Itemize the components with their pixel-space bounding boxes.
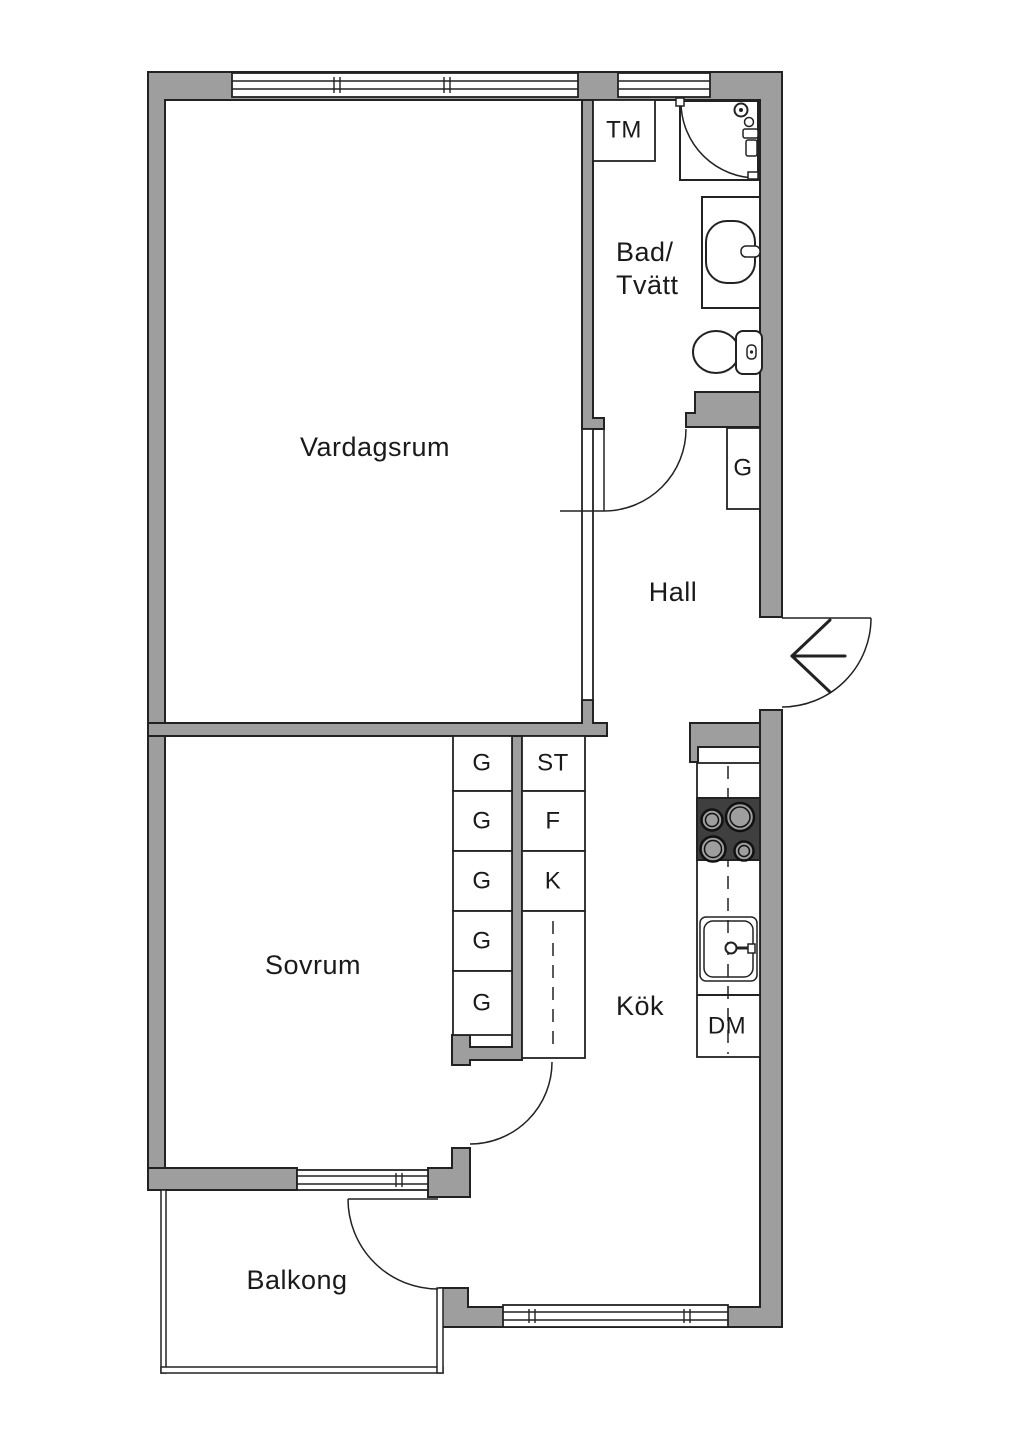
wardrobe-box-1 [452, 735, 513, 792]
balcony-left-rail [160, 1189, 167, 1374]
wardrobe-box-4 [452, 910, 513, 972]
kitchen-faucet-icon [724, 941, 756, 955]
balcony-bottom-rail [160, 1366, 444, 1374]
stove-hob [696, 797, 761, 863]
wall-kitchen-top [689, 722, 761, 763]
burner-bottom-left [699, 835, 727, 863]
hall-label: Hall [649, 577, 698, 607]
bedroom-door [469, 1061, 553, 1145]
washing-machine-label: TM [606, 117, 642, 144]
window-livingroom-top [231, 72, 579, 98]
windows [231, 72, 729, 1328]
wall-bathroom-bottom [685, 391, 761, 428]
window-bedroom-balcony [296, 1169, 429, 1191]
bathroom-label-line2: Tvätt [616, 270, 679, 300]
kitchen-counter [696, 762, 761, 1058]
hall-wardrobe-box [726, 427, 761, 510]
balcony-door [347, 1198, 439, 1290]
burner-bottom-right [733, 840, 755, 862]
freezer-label: K [545, 868, 562, 895]
wardrobe-box-5 [452, 970, 513, 1036]
kitchen-label: Kök [616, 991, 664, 1021]
doors [347, 428, 872, 1290]
balcony-outline [160, 1189, 444, 1374]
window-kitchen-bottom [502, 1304, 729, 1328]
fridge-label: F [545, 808, 560, 835]
bedroom-label: Sovrum [265, 950, 361, 980]
dishwasher-label: DM [708, 1013, 746, 1040]
balcony-label: Balkong [246, 1265, 347, 1295]
bathroom-fixtures [675, 97, 763, 375]
bathroom-door [560, 428, 687, 512]
wardrobe-box-3 [452, 850, 513, 912]
wall-room-divider [147, 699, 608, 737]
burner-top-right [724, 801, 756, 833]
fridge-box [521, 790, 586, 852]
toilet-icon [692, 330, 763, 375]
wall-livingroom-hall [581, 428, 594, 701]
burner-top-left [700, 808, 724, 832]
walls [147, 71, 783, 1328]
wardrobe-label-1: G [472, 750, 491, 777]
freezer-box [521, 850, 586, 912]
tall-closet-box [521, 735, 586, 792]
entrance-arrow-icon [790, 618, 847, 694]
wall-bedroom-corner [427, 1147, 471, 1198]
washbasin-icon [701, 196, 761, 309]
wardrobe-box-2 [452, 790, 513, 852]
living-room-label: Vardagsrum [300, 432, 450, 462]
wall-bedroom-bottom [147, 1167, 298, 1191]
washing-machine-box [592, 99, 656, 162]
closets [452, 99, 761, 1059]
wardrobe-label-2: G [472, 808, 491, 835]
entrance-door [781, 617, 872, 708]
balcony-right-rail [436, 1287, 444, 1374]
hall-wardrobe-label: G [733, 455, 752, 482]
wardrobe-label-3: G [472, 868, 491, 895]
wardrobe-label-5: G [472, 990, 491, 1017]
bathroom-label-line1: Bad/ [616, 237, 674, 267]
tall-closet-label: ST [537, 750, 569, 777]
window-bathroom-top [617, 72, 711, 98]
shower-icon [675, 97, 759, 181]
wardrobe-label-4: G [472, 928, 491, 955]
